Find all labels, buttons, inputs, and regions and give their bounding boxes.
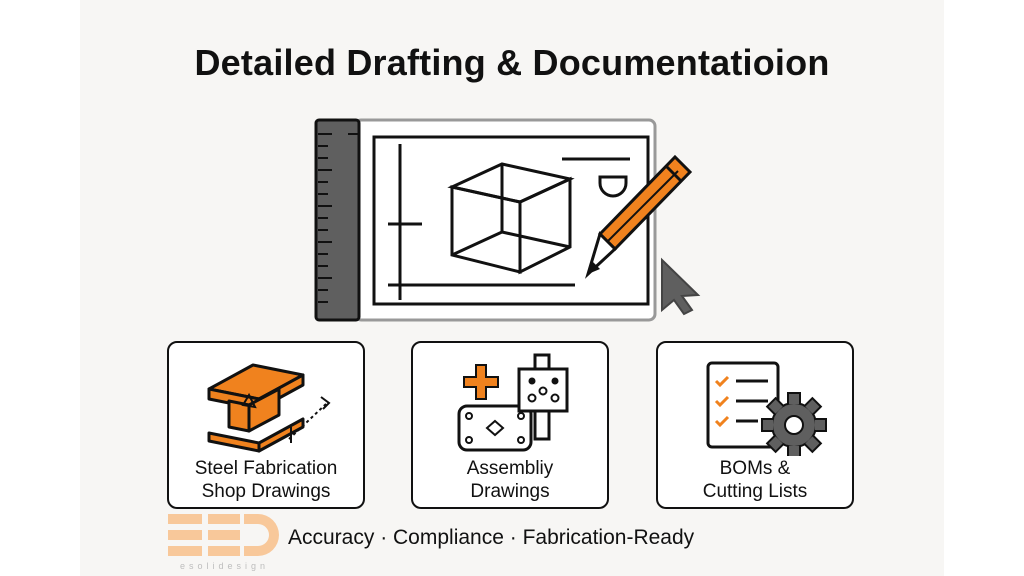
- logo-subtitle: esolidesign: [180, 561, 270, 571]
- ruler-icon: [314, 118, 361, 322]
- card-boms-cutting-lists[interactable]: BOMs &Cutting Lists: [656, 341, 854, 509]
- page-title: Detailed Drafting & Documentatioion: [194, 42, 830, 83]
- esd-logo: [168, 514, 279, 556]
- checklist-gear-icon: [706, 361, 827, 456]
- cursor-icon: [661, 257, 701, 316]
- assembly-parts-icon: [457, 353, 569, 452]
- card-label: BOMs &Cutting Lists: [702, 458, 808, 502]
- tagline: Accuracy · Compliance · Fabrication-Read…: [288, 526, 695, 549]
- pencil-icon: [584, 154, 693, 279]
- cube-icon: [388, 144, 630, 300]
- drawing-sheet: [372, 135, 650, 306]
- drafting-illustration: [314, 118, 701, 322]
- steel-beam-icon: [207, 363, 331, 453]
